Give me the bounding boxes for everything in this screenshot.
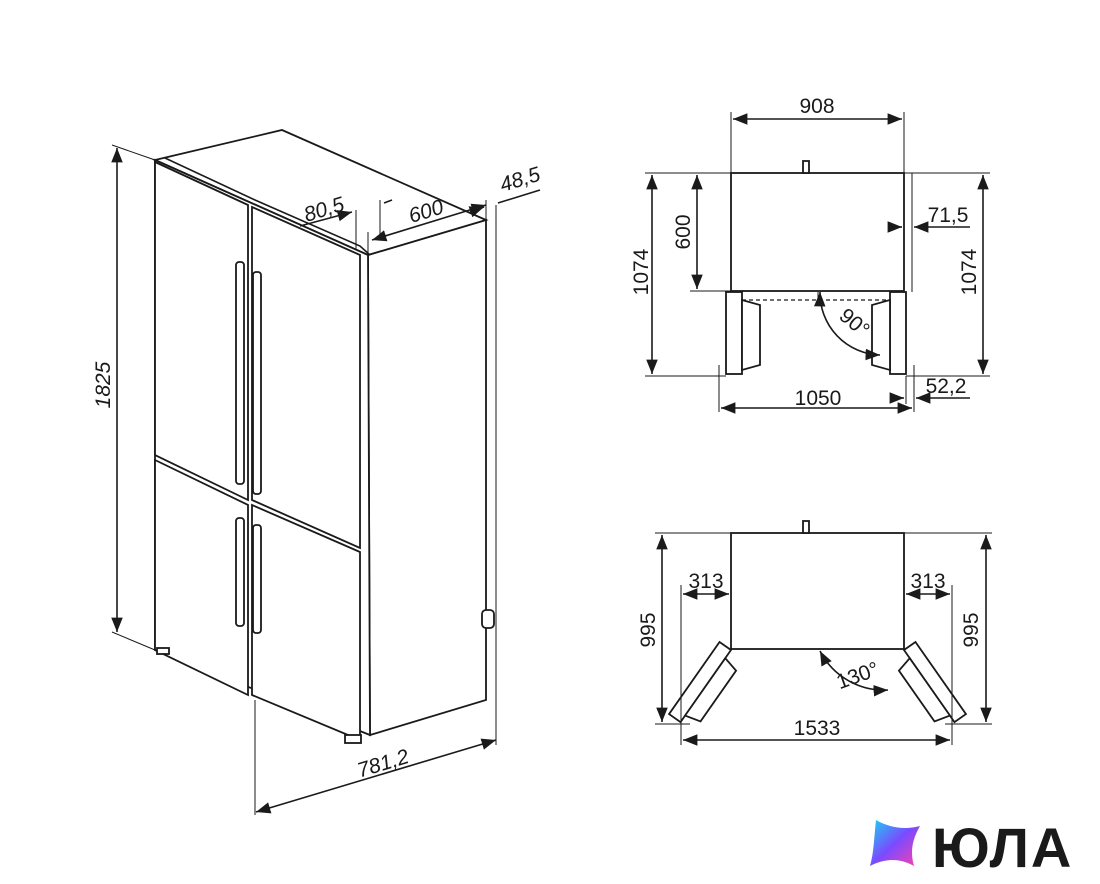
dim-side-clear-label: 52,2	[926, 375, 967, 398]
bot-angle-label: 130°	[833, 658, 882, 694]
foot-left	[156, 647, 170, 655]
top-view-plug-130	[802, 520, 810, 534]
top-angle-label: 90°	[835, 304, 874, 342]
handle-upper-left	[235, 261, 245, 485]
rear-spacer	[481, 609, 495, 629]
yula-logo	[870, 820, 920, 866]
handle-upper-right	[252, 271, 262, 495]
dim-top-depth-label: 600	[672, 214, 695, 249]
dim-bot-open-width-label: 1533	[794, 717, 841, 740]
handle-lower-left	[235, 517, 245, 627]
top-view-130-deg: 130° 313 313 995 995 1533	[637, 520, 992, 746]
handle-lower-right	[252, 524, 262, 634]
top-view-90-deg: 90° 908 600 1074 1074 71,5 1050	[630, 95, 990, 414]
dim-top-width-label: 908	[799, 95, 834, 118]
dim-width-label: 781,2	[355, 745, 412, 782]
dim-bot-depth-right-label: 995	[960, 612, 983, 647]
dim-top-open-width-label: 1050	[795, 387, 842, 410]
dim-top-total-right-label: 1074	[958, 248, 981, 295]
lower-left-door	[154, 458, 249, 697]
yula-logo-icon	[870, 820, 920, 866]
top-view-body-130	[730, 532, 905, 650]
door-right-open-90	[889, 291, 907, 375]
upper-right-door	[251, 205, 361, 550]
dim-door-depth-label: 71,5	[928, 204, 969, 227]
fridge-isometric-view: 1825 781,2 600 80,5 48,5	[92, 129, 543, 815]
fridge-side-panel	[367, 218, 487, 737]
yula-logo-text: ЮЛА	[932, 816, 1074, 879]
top-view-body-90	[730, 172, 905, 292]
door-right-inner-90	[871, 298, 891, 372]
dim-right-clear-label: 313	[910, 570, 945, 593]
dim-height-label: 1825	[92, 361, 115, 408]
door-top-edge	[164, 157, 371, 256]
dim-left-clear-label: 313	[688, 570, 723, 593]
dim-bot-depth-left-label: 995	[637, 612, 660, 647]
door-left-inner-90	[741, 298, 761, 372]
top-view-plug-90	[802, 160, 810, 174]
foot-front	[344, 734, 362, 744]
dim-top-total-left-label: 1074	[630, 248, 653, 295]
door-left-open-90	[725, 291, 743, 375]
upper-left-door	[154, 160, 249, 502]
